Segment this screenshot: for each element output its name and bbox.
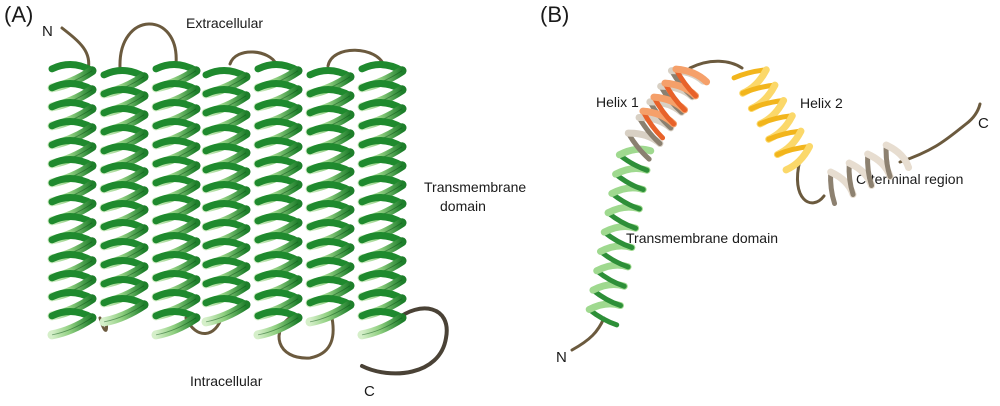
transmembrane-helix-7 — [357, 61, 407, 340]
helix-turn-front — [201, 300, 251, 327]
panel-a-n-terminal: N — [42, 23, 53, 40]
panel-a-helices — [47, 61, 407, 340]
helix-turn-front — [99, 300, 149, 327]
helix-2 — [731, 66, 814, 174]
helix-turn-edge — [361, 317, 403, 336]
helix-1 — [639, 65, 711, 141]
c-terminal-helix — [827, 141, 913, 206]
loop-helix1-helix2 — [688, 59, 744, 70]
helix-turn-front — [357, 313, 407, 340]
c-terminal-tail — [360, 306, 449, 376]
panel-b-label: (B) — [540, 2, 569, 27]
panel-b-c-terminal: C — [978, 115, 989, 132]
helix-turn-edge — [103, 304, 145, 323]
extracellular-label: Extracellular — [186, 15, 263, 31]
transmembrane-helix-3 — [151, 61, 201, 340]
panel-b-n-terminal: N — [556, 349, 567, 366]
helix-turn-front — [882, 141, 913, 171]
loop-ec-1 — [118, 22, 178, 70]
helix-turn-front — [151, 313, 201, 340]
helix-turn-edge — [257, 317, 299, 336]
panel-a: (A) N C Extracellular Intracellular Tran… — [4, 2, 526, 400]
transmembrane-label-line2: domain — [440, 198, 486, 214]
helix-turn-front — [305, 300, 355, 327]
panel-b: (B) N C Helix 1 Helix 2 C-terminal regio… — [540, 2, 989, 366]
transmembrane-domain-label: Transmembrane domain — [626, 230, 778, 246]
helix-turn-front — [253, 313, 303, 340]
helix-turn-edge — [309, 304, 351, 323]
transmembrane-helix-1 — [47, 61, 97, 340]
helix2-label: Helix 2 — [800, 95, 843, 111]
panel-b-c-tail — [898, 102, 982, 164]
transmembrane-helix — [585, 145, 655, 328]
helix-turn-edge — [51, 317, 93, 336]
panel-b-helices — [585, 65, 913, 328]
panel-b-n-tail — [570, 316, 606, 352]
helix-turn-front — [672, 65, 711, 86]
transmembrane-label-line1: Transmembrane — [424, 179, 526, 195]
helix-turn-edge — [155, 317, 197, 336]
transmembrane-helix-5 — [253, 61, 303, 340]
panel-a-c-terminal: C — [364, 383, 375, 400]
helix-turn-front — [47, 313, 97, 340]
helix-turn-front — [782, 142, 814, 174]
loop-ec-3 — [326, 48, 386, 68]
loop-helix2-cterm — [796, 158, 826, 205]
transmembrane-helix-6 — [305, 67, 355, 327]
transmembrane-helix-4 — [201, 67, 251, 327]
transmembrane-helix-2 — [99, 67, 149, 327]
panel-a-label: (A) — [4, 2, 33, 27]
helix-turn-front — [615, 145, 655, 159]
intracellular-label: Intracellular — [190, 373, 263, 389]
helix-turn-edge — [205, 304, 247, 323]
helix1-label: Helix 1 — [596, 94, 639, 110]
c-terminal-label: C-terminal region — [856, 171, 963, 187]
loop-ec-2 — [228, 50, 278, 66]
